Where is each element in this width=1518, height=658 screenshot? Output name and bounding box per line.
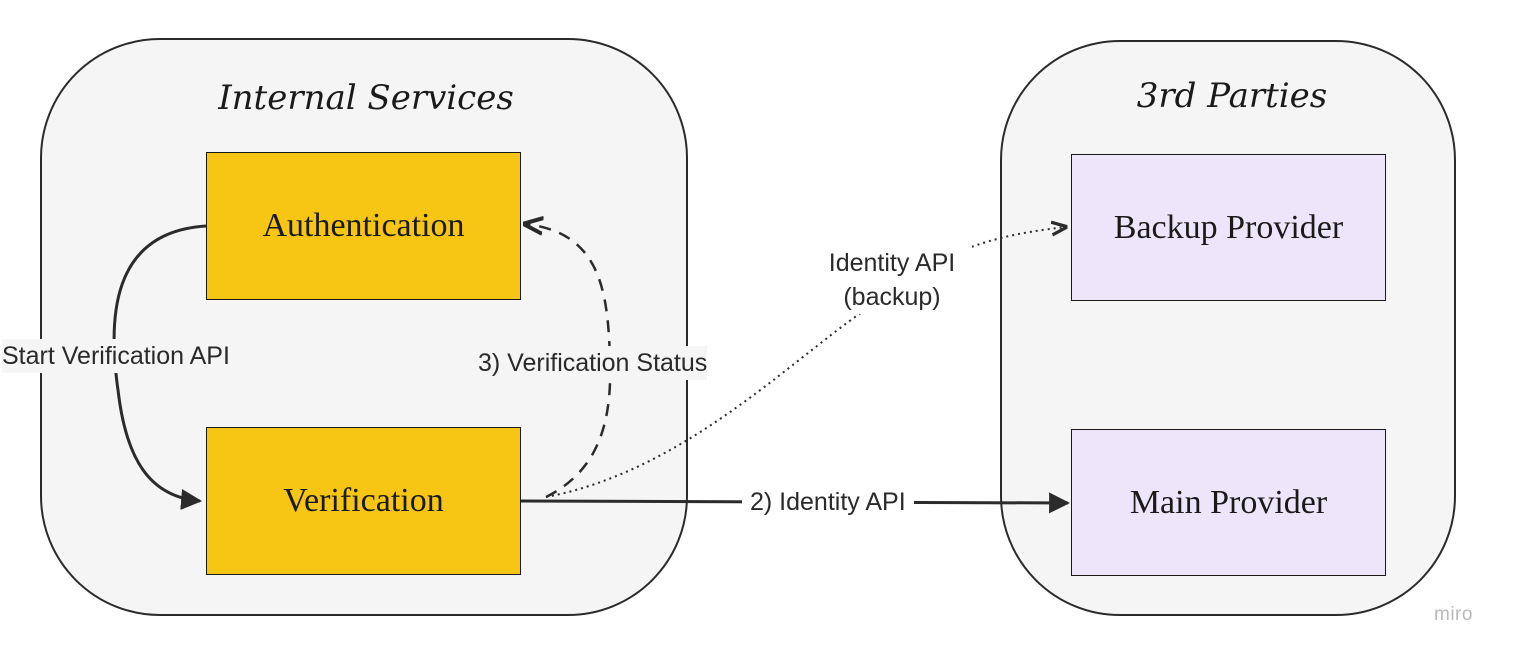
backup-provider-node[interactable]: Backup Provider — [1071, 154, 1386, 301]
identity-main-label: 2) Identity API — [742, 485, 914, 519]
miro-watermark: miro — [1434, 604, 1473, 625]
verification-node[interactable]: Verification — [206, 427, 521, 575]
start-verification-label: Start Verification API — [2, 339, 230, 373]
authentication-node[interactable]: Authentication — [206, 152, 521, 300]
verification-status-label: 3) Verification Status — [478, 346, 708, 380]
main-provider-label: Main Provider — [1129, 483, 1328, 521]
edge-start-verification — [112, 224, 207, 510]
identity-backup-label-line2: (backup) — [843, 283, 941, 311]
backup-provider-label: Backup Provider — [1113, 208, 1344, 246]
verification-label: Verification — [283, 482, 444, 519]
main-provider-node[interactable]: Main Provider — [1071, 429, 1386, 576]
edge-verification-status — [525, 224, 612, 499]
identity-backup-label-line1: Identity API — [828, 249, 956, 277]
third-parties-title: 3rd Parties — [1136, 76, 1328, 116]
identity-backup-label: Identity API (backup) — [812, 246, 972, 314]
authentication-label: Authentication — [262, 207, 465, 244]
internal-services-title: Internal Services — [218, 78, 514, 118]
